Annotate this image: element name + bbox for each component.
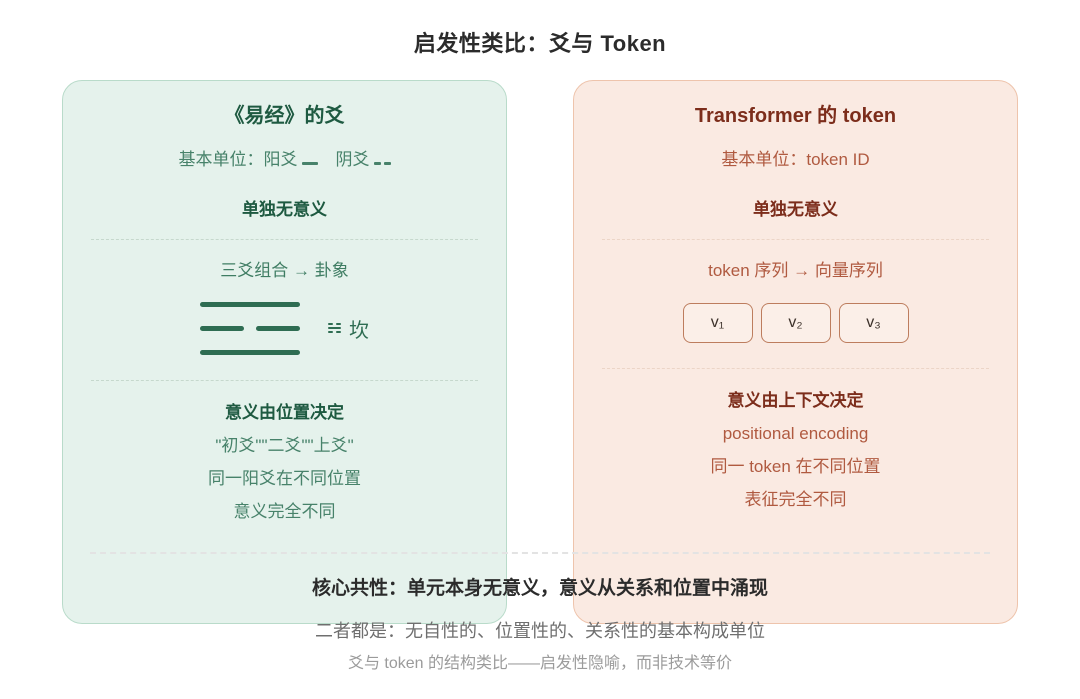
transformer-panel-title: Transformer 的 token [694, 105, 897, 127]
yijing-position-line: 意义完全不同 [233, 502, 336, 521]
both-are-line: 二者都是：无自性的、位置性的、关系性的基本构成单位 [315, 621, 765, 641]
transformer-context-line: positional encoding [722, 424, 869, 443]
yijing-basic-unit-text: 基本单位：阳爻 [178, 150, 298, 169]
trigram-line-solid-bottom [200, 349, 300, 355]
yijing-combine-line: 三爻组合 → 卦象 [220, 261, 349, 280]
kan-trigram-icon [328, 323, 341, 333]
yijing-panel: 《易经》的爻 基本单位：阳爻 阴爻 单独无意义 三爻组合 → 卦象 坎 [62, 80, 507, 624]
dashed-divider [91, 239, 478, 240]
yijing-position-line: "初爻""二爻""上爻" [215, 436, 354, 455]
transformer-claim-alone: 单独无意义 [753, 200, 838, 219]
yijing-position-title: 意义由位置决定 [225, 403, 344, 422]
yijing-position-line: 同一阳爻在不同位置 [208, 469, 361, 488]
trigram-line-solid-top [200, 301, 300, 307]
yang-yao-icon [301, 162, 318, 165]
transformer-basic-unit: 基本单位：token ID [721, 150, 870, 169]
transformer-context-line: 同一 token 在不同位置 [710, 457, 881, 476]
vector-sequence: v₁ v₂ v₃ [574, 303, 1017, 343]
trigram-figure: 坎 [63, 301, 506, 355]
yijing-basic-unit: 基本单位：阳爻 阴爻 [63, 149, 506, 171]
trigram-name: 坎 [349, 319, 369, 342]
trigram-line-broken-middle [200, 325, 300, 331]
page-title: 启发性类比：爻与 Token [413, 31, 667, 56]
transformer-context-line: 表征完全不同 [744, 490, 847, 509]
disclaimer-note: 爻与 token 的结构类比——启发性隐喻，而非技术等价 [347, 655, 733, 672]
trigram-label: 坎 [328, 314, 369, 343]
yijing-claim-alone: 单独无意义 [242, 200, 327, 219]
dashed-divider [602, 239, 989, 240]
vector-box-v3: v₃ [838, 303, 909, 343]
yijing-panel-title: 《易经》的爻 [224, 105, 345, 127]
yin-yao-icon [373, 162, 391, 165]
bottom-dashed-line [90, 552, 990, 554]
transformer-panel: Transformer 的 token 基本单位：token ID 单独无意义 … [573, 80, 1018, 624]
transformer-combine-line: token 序列 → 向量序列 [708, 261, 883, 280]
dashed-divider [91, 380, 478, 381]
trigram-lines [200, 301, 300, 355]
dashed-divider [602, 368, 989, 369]
core-commonality-line: 核心共性：单元本身无意义，意义从关系和位置中涌现 [311, 578, 768, 599]
vector-box-v1: v₁ [682, 303, 753, 343]
yin-yao-label: 阴爻 [335, 150, 370, 169]
transformer-context-title: 意义由上下文决定 [727, 391, 864, 410]
vector-box-v2: v₂ [760, 303, 831, 343]
